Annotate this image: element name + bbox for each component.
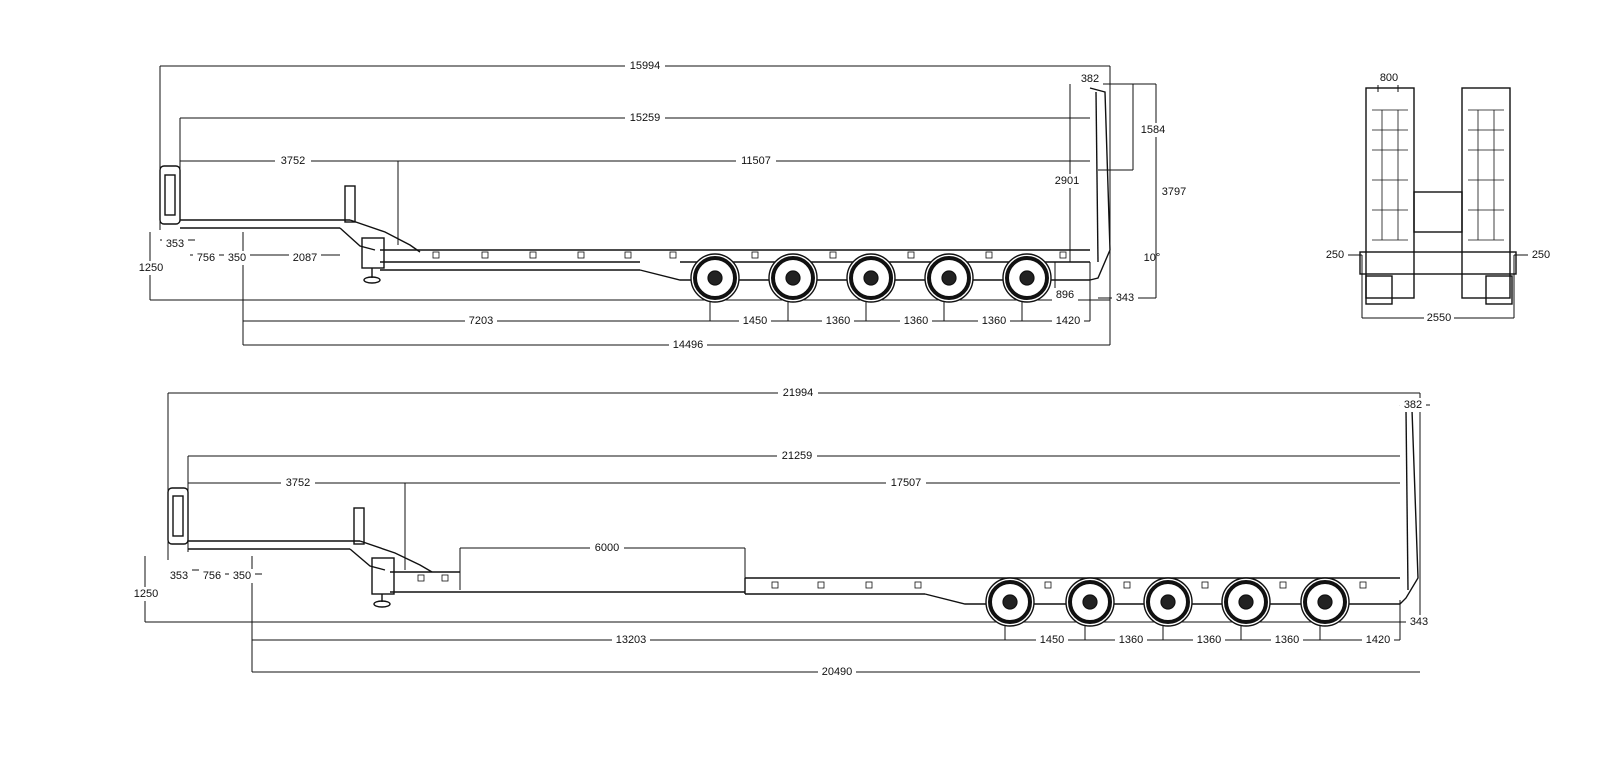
dim-axle-spacing-1: 1450 xyxy=(743,315,767,327)
dim-axle-spacing-5: 1420 xyxy=(1056,315,1080,327)
dim-ramp-offset: 382 xyxy=(1081,73,1099,85)
dim-fifth-wheel-height: 1250 xyxy=(139,262,163,274)
dim-leg-offset: 350 xyxy=(233,570,251,582)
dim-side-right: 250 xyxy=(1532,249,1550,261)
wheel xyxy=(1002,253,1052,303)
dim-deck-length: 15259 xyxy=(630,112,661,124)
dim-kingpin-to-axle: 13203 xyxy=(616,634,647,646)
wheel xyxy=(985,577,1035,627)
dim-axle-spacing-2: 1360 xyxy=(826,315,850,327)
dim-ramp-width: 800 xyxy=(1380,72,1398,84)
wheel xyxy=(690,253,740,303)
dim-kingpin-to-end: 20490 xyxy=(822,666,853,678)
dim-gooseneck-length: 3752 xyxy=(286,477,310,489)
dim-fifth-wheel-height: 1250 xyxy=(134,588,158,600)
dim-axle-spacing-5: 1420 xyxy=(1366,634,1390,646)
dim-axle-spacing-4: 1360 xyxy=(1275,634,1299,646)
wheel xyxy=(768,253,818,303)
dim-deck-length: 21259 xyxy=(782,450,813,462)
dim-front-overhang: 353 xyxy=(170,570,188,582)
dim-overall-width: 2550 xyxy=(1427,312,1451,324)
dim-extension-length: 6000 xyxy=(595,542,619,554)
dim-overall-length: 21994 xyxy=(783,387,814,399)
deck-lugs xyxy=(417,574,1367,589)
side-view-extended: 21994 21259 3752 17507 6000 382 343 353 … xyxy=(130,386,1432,679)
dim-gooseneck-length: 3752 xyxy=(281,155,305,167)
dim-ramp-offset: 382 xyxy=(1404,399,1422,411)
dim-ramp-height: 1584 xyxy=(1141,124,1165,136)
dim-kingpin-offset: 756 xyxy=(197,252,215,264)
dim-leg-to-neck: 2087 xyxy=(293,252,317,264)
wheel xyxy=(1300,577,1350,627)
rear-end-view: 800 250 250 2550 xyxy=(1322,71,1554,325)
dim-axle-spacing-3: 1360 xyxy=(904,315,928,327)
dim-ramp-angle: 10° xyxy=(1144,252,1161,264)
wheel xyxy=(1221,577,1271,627)
dim-rear-overhang: 343 xyxy=(1410,616,1428,628)
wheel xyxy=(1143,577,1193,627)
dim-front-overhang: 353 xyxy=(166,238,184,250)
side-view-short: 15994 15259 3752 11507 382 1584 2901 379… xyxy=(135,58,1189,352)
dim-overall-length: 15994 xyxy=(630,60,661,72)
dim-overall-height: 3797 xyxy=(1162,186,1186,198)
dim-kingpin-to-axle: 7203 xyxy=(469,315,493,327)
dim-axle-spacing-3: 1360 xyxy=(1197,634,1221,646)
dim-side-left: 250 xyxy=(1326,249,1344,261)
wheel xyxy=(846,253,896,303)
dim-axle-spacing-2: 1360 xyxy=(1119,634,1143,646)
deck-lugs xyxy=(432,251,1067,259)
wheel xyxy=(1065,577,1115,627)
dim-lowbed-length: 17507 xyxy=(891,477,922,489)
dim-axle-spacing-1: 1450 xyxy=(1040,634,1064,646)
dim-kingpin-offset: 756 xyxy=(203,570,221,582)
wheel xyxy=(924,253,974,303)
dim-leg-offset: 350 xyxy=(228,252,246,264)
dim-ramp-height-total: 2901 xyxy=(1055,175,1079,187)
dim-axle-spacing-4: 1360 xyxy=(982,315,1006,327)
dim-rear-clearance: 896 xyxy=(1056,289,1074,301)
dim-lowbed-length: 11507 xyxy=(741,155,771,167)
dim-kingpin-to-end: 14496 xyxy=(673,339,704,351)
dim-rear-overhang: 343 xyxy=(1116,292,1134,304)
